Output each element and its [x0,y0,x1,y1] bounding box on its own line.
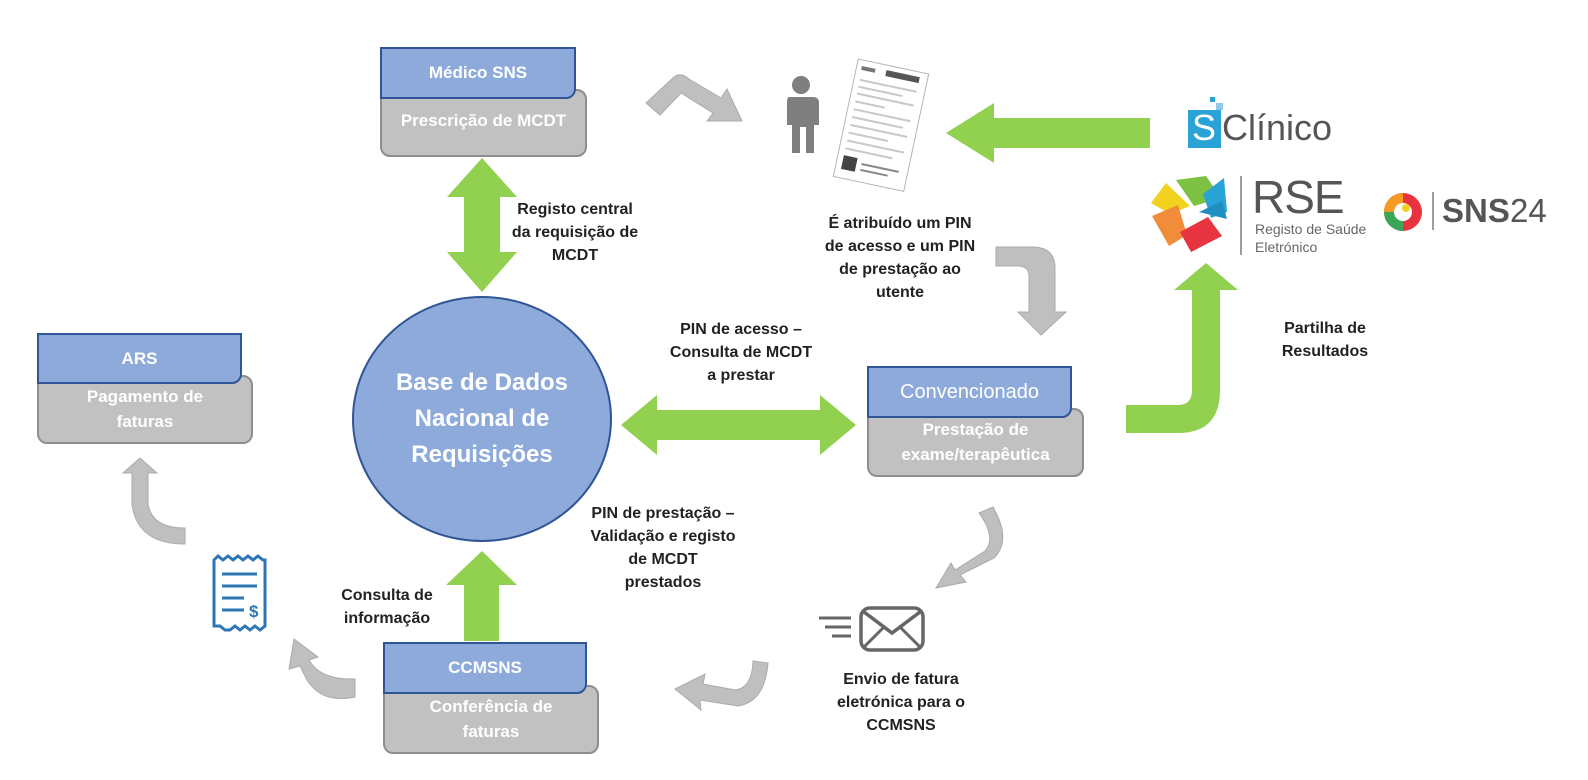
sns24-logo-number: 24 [1510,192,1547,229]
sclinico-logo-text: Clínico [1222,107,1333,148]
label-line: prestados [624,574,702,591]
label-pin-atribuido: É atribuído um PIN de acesso e um PIN de… [810,212,990,304]
label-pin-acesso: PIN de acesso – Consulta de MCDT a prest… [656,318,826,387]
arrow-sclinico-patient [946,103,1150,163]
sclinico-logo-s: S [1192,107,1217,148]
arrow-ccmsns-invoice [288,638,356,700]
medico-sns-box: Prescrição de MCDT Médico SNS [380,47,587,157]
rse-logo-icon [1151,176,1242,255]
label-line: Consulta de MCDT [669,344,813,361]
label-pin-prestacao: PIN de prestação – Validação e registo d… [578,502,748,594]
convencionado-subtitle: Prestação de exame/terapêutica [867,408,1084,477]
label-line: MCDT [551,247,599,264]
ars-subtitle: Pagamento de faturas [37,375,253,444]
arrow-invoice-ars [121,457,186,545]
invoice-dollar-glyph: $ [249,602,259,621]
label-envio-fatura: Envio de fatura eletrónica para o CCMSNS [816,668,986,737]
arrow-ccmsns-database [446,551,517,641]
label-line: informação [343,610,431,627]
arrow-convencionado-envio [934,506,1004,589]
label-line: de acesso e um PIN [824,238,976,255]
database-label: Base de Dados Nacional de Requisições [395,369,569,468]
database-circle: Base de Dados Nacional de Requisições [352,296,612,542]
label-consulta-informacao: Consulta de informação [326,584,448,630]
label-line: Envio de fatura [843,671,959,688]
prescription-document-icon [832,58,930,192]
arrow-envio-ccmsns [674,660,769,712]
ars-title: ARS [37,333,242,384]
arrow-convencionado-rse [1126,263,1238,433]
person-icon [787,76,819,153]
sns24-logo-sns: SNS [1442,192,1510,229]
label-line: Validação e registo [590,528,736,545]
ccmsns-subtitle: Conferência de faturas [383,685,599,754]
rse-logo-title: RSE [1252,171,1345,223]
invoice-receipt-icon [212,553,267,632]
medico-sns-subtitle: Prescrição de MCDT [380,89,587,157]
rse-logo-line1: Registo de Saúde [1255,221,1367,237]
label-registo-central: Registo central da requisição de MCDT [500,198,650,267]
arrow-medico-patient [645,74,743,122]
label-line: de prestação ao [839,261,961,278]
label-line: utente [876,284,924,301]
label-partilha-resultados: Partilha de Resultados [1265,317,1385,363]
label-line: da requisição de [511,224,639,241]
label-line: eletrónica para o [836,694,966,711]
rse-logo-line2: Eletrónico [1255,239,1318,255]
label-line: a prestar [707,367,775,384]
arrow-patient-convencionado [995,246,1068,336]
label-line: PIN de acesso – [680,321,802,338]
ccmsns-title: CCMSNS [383,642,587,694]
convencionado-box: Prestação de exame/terapêutica Convencio… [867,366,1084,477]
label-line: Registo central [517,201,633,218]
sclinico-logo-icon [1188,97,1223,148]
double-arrow-medico-database [447,158,517,292]
label-line: Resultados [1281,343,1369,360]
ccmsns-box: Conferência de faturas CCMSNS [383,642,599,754]
label-line: Partilha de [1284,320,1366,337]
ars-box: Pagamento de faturas ARS [37,333,253,444]
label-line: de MCDT [628,551,698,568]
double-arrow-database-convencionado [621,395,856,455]
sns24-logo-icon [1384,192,1434,231]
label-line: É atribuído um PIN [828,215,972,232]
medico-sns-title: Médico SNS [380,47,576,99]
label-line: CCMSNS [866,717,936,734]
label-line: Consulta de [341,587,433,604]
email-envelope-icon [819,606,925,652]
convencionado-title: Convencionado [867,366,1072,418]
label-line: PIN de prestação – [591,505,735,522]
